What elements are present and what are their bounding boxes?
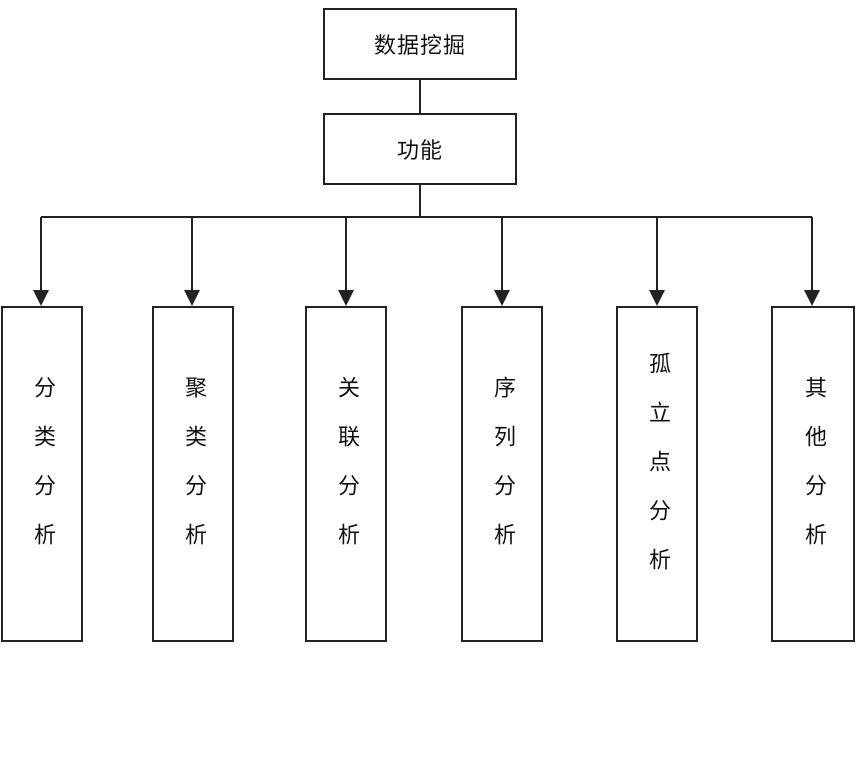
category-node-classification: 分类分析	[1, 306, 83, 642]
category-node-association: 关联分析	[305, 306, 387, 642]
arrow-head-icon	[33, 290, 49, 306]
arrow-head-icon	[338, 290, 354, 306]
category-node-clustering: 聚类分析	[152, 306, 234, 642]
category-node-sequence: 序列分析	[461, 306, 543, 642]
root-node-label: 数据挖掘	[373, 34, 466, 59]
function-node-label: 功能	[396, 139, 443, 164]
category-label: 关联分析	[334, 376, 359, 572]
category-node-other: 其他分析	[771, 306, 855, 642]
category-label: 聚类分析	[181, 376, 206, 572]
root-node-data-mining: 数据挖掘	[323, 8, 517, 80]
function-node: 功能	[323, 113, 517, 185]
category-node-outlier: 孤立点分析	[616, 306, 698, 642]
arrow-head-icon	[804, 290, 820, 306]
category-label: 序列分析	[490, 376, 515, 572]
arrow-head-icon	[184, 290, 200, 306]
category-label: 其他分析	[801, 376, 826, 572]
category-label: 分类分析	[30, 376, 55, 572]
arrow-head-icon	[649, 290, 665, 306]
arrow-head-icon	[494, 290, 510, 306]
category-label: 孤立点分析	[645, 351, 670, 597]
